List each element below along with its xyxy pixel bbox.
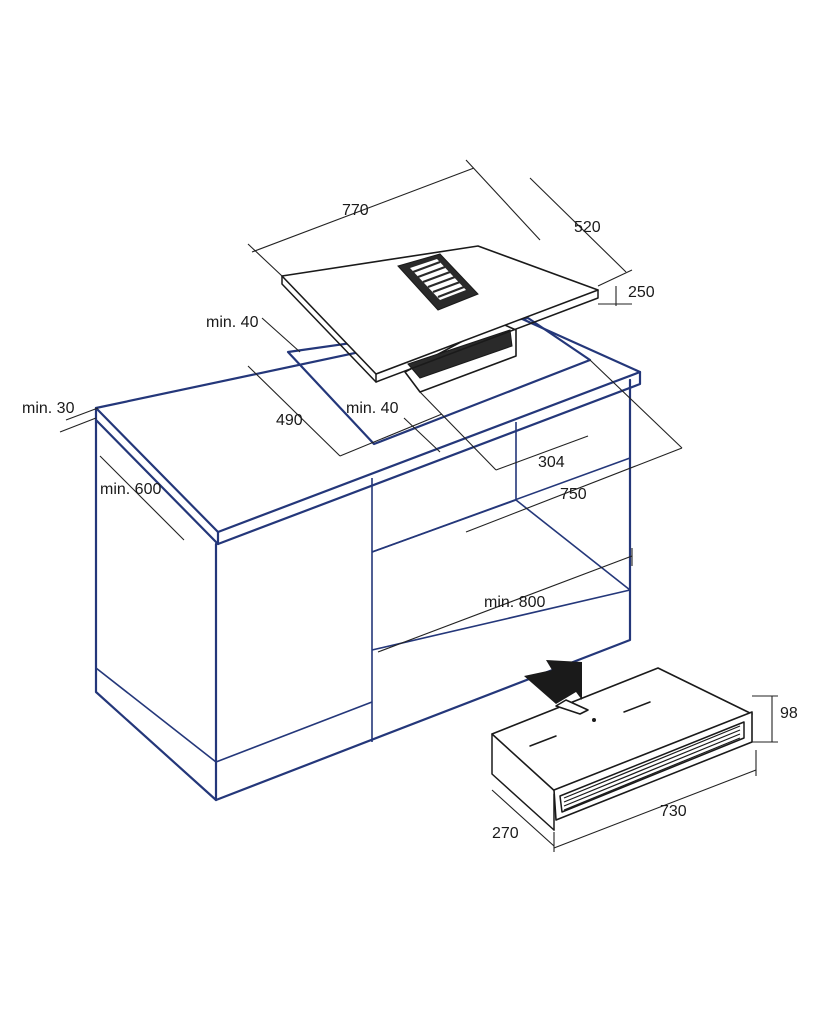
dimension-lines: [59, 159, 778, 852]
label-cabinet-width: min. 800: [484, 594, 545, 611]
label-min-edge-front: min. 40: [346, 400, 399, 417]
cooktop-hob: [281, 245, 599, 393]
cabinet-left-side: [94, 418, 218, 802]
label-counter-depth: min. 600: [100, 481, 161, 498]
label-min-edge-back: min. 40: [206, 314, 259, 331]
dimension-labels: 770 520 250 min. 40 490 min. 40 min. 30 …: [22, 202, 798, 842]
label-hob-depth: 520: [574, 219, 601, 236]
label-cutout-width: 750: [560, 486, 587, 503]
label-unit-depth: 304: [538, 454, 565, 471]
label-fan-depth: 270: [492, 825, 519, 842]
arrow-up-right-icon: [524, 660, 582, 704]
label-hob-width: 770: [342, 202, 369, 219]
label-fan-height: 98: [780, 705, 798, 722]
label-hob-height: 250: [628, 284, 655, 301]
cabinet-front: [214, 378, 632, 802]
label-counter-thickness: min. 30: [22, 400, 75, 417]
extraction-unit: [491, 660, 753, 831]
label-fan-width: 730: [660, 803, 687, 820]
label-cutout-depth: 490: [276, 412, 303, 429]
